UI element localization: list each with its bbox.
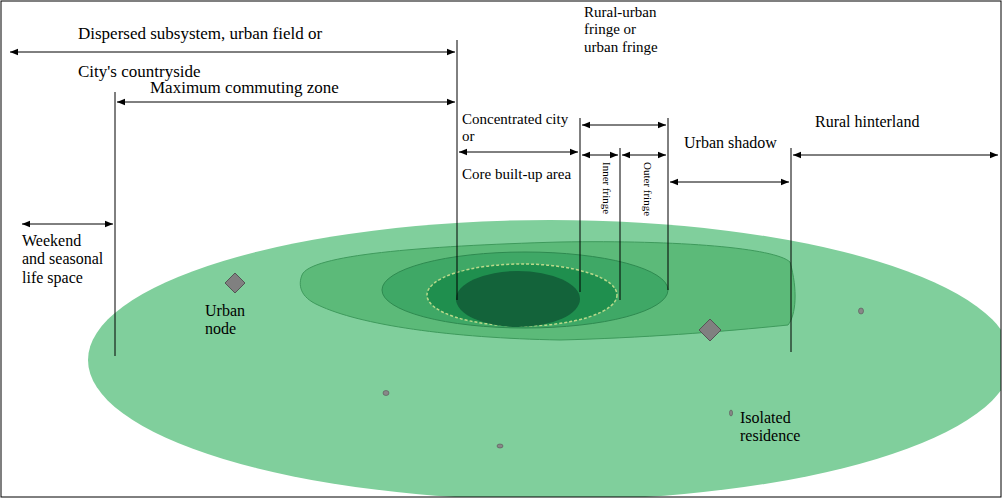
zone-label: Weekend and seasonal life space [22,232,106,287]
urban-node-symbol [225,273,245,293]
isolated-residence-dot [383,391,389,396]
extent-arrow [793,155,998,156]
isolated-residence-dot [859,308,864,314]
extent-arrow [582,125,666,126]
urban-node-symbol [699,319,721,341]
zone-label: Rural hinterland [815,113,985,131]
boundary-line [791,148,792,352]
extent-arrow [22,224,113,225]
zone-label: Rural-urban fringe or urban fringe [584,4,670,56]
extent-arrow [117,102,455,103]
inner-fringe-area [427,264,617,326]
outer-fringe-area [382,252,668,328]
boundary-line [580,118,581,292]
boundary-line [457,40,458,300]
core-area [456,271,580,327]
isolated-residence-dot [730,410,733,416]
fringe-label: Outer fringe [641,162,654,216]
extent-arrow [670,182,789,183]
zone-label: Core built-up area [462,166,574,183]
rural-hinterland-area [88,220,1001,497]
symbol-label: Urban node [205,302,275,339]
extent-arrow [10,52,455,53]
extent-arrow [459,152,578,153]
urban-shadow-area [300,242,795,340]
zone-label: Urban shadow [684,134,784,152]
isolated-residence-dot [497,444,503,448]
extent-arrow [582,155,618,156]
zone-label: Concentrated city or [462,111,577,146]
symbol-label: Isolated residence [740,409,840,446]
fringe-label: Inner fringe [600,162,613,214]
zone-label: Dispersed subsystem, urban field or [78,24,450,44]
boundary-line [115,92,116,356]
boundary-line [668,118,669,290]
boundary-line [620,148,621,300]
zone-label: Maximum commuting zone [150,78,450,98]
extent-arrow [622,155,666,156]
